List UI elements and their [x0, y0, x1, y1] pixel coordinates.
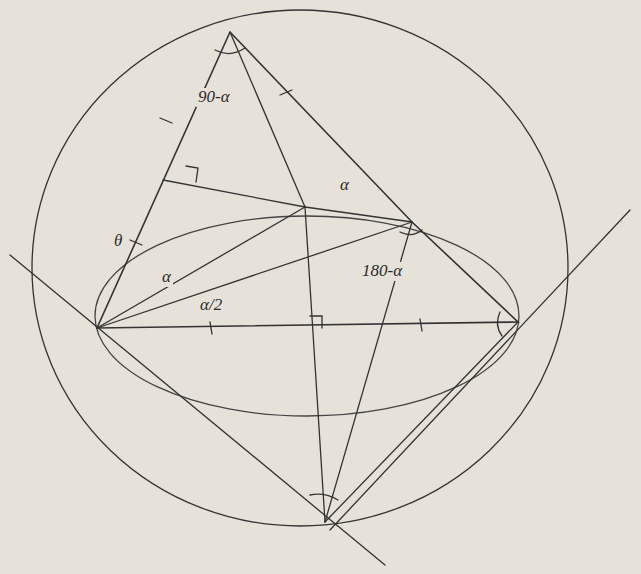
tick-mark: [210, 322, 212, 334]
tangent-line: [330, 210, 630, 530]
right-angle-mark: [310, 316, 322, 328]
circumcircle: [32, 10, 568, 526]
right-angle-mark: [186, 166, 198, 182]
tick-mark: [160, 118, 172, 123]
angle-label: α/2: [198, 296, 224, 315]
angle-label: θ: [112, 232, 124, 251]
angle-mark: [497, 312, 502, 336]
angle-label: α: [160, 268, 173, 287]
perpendicular-bisector: [305, 207, 325, 522]
perpendicular-bisector: [163, 180, 305, 207]
segment: [230, 32, 305, 207]
tick-mark: [420, 319, 422, 331]
triangle: [97, 32, 518, 328]
segment: [305, 207, 412, 222]
segment: [97, 207, 305, 328]
angle-label: 90-α: [196, 88, 232, 107]
tick-mark: [280, 90, 292, 95]
angle-mark: [400, 230, 422, 235]
segment: [325, 222, 412, 522]
tick-mark: [130, 240, 142, 245]
angle-label: α: [338, 176, 351, 195]
angle-mark: [310, 494, 338, 500]
angle-mark: [215, 48, 245, 54]
angle-label: 180-α: [360, 262, 404, 281]
segment: [97, 222, 412, 328]
